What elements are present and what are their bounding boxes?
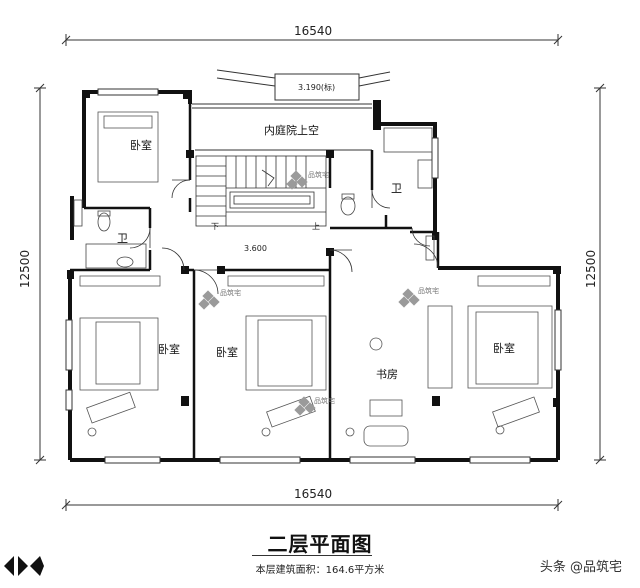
elevation-balcony-note: (标) bbox=[320, 83, 336, 92]
watermark-text-3: 品筑宅 bbox=[418, 287, 439, 295]
dimension-bottom: 16540 bbox=[294, 487, 333, 501]
room-label-bath-left: 卫 bbox=[117, 232, 128, 245]
room-label-bedroom-right: 卧室 bbox=[493, 342, 515, 355]
elevation-hall: 3.600 bbox=[244, 244, 267, 253]
door-swings bbox=[129, 179, 439, 295]
room-label-bath-right: 卫 bbox=[391, 182, 402, 195]
floor-area-note: 本层建筑面积：164.6平方米 bbox=[255, 565, 385, 576]
staircase bbox=[195, 155, 327, 227]
title-underline bbox=[252, 555, 372, 556]
room-label-bedroom-middle: 卧室 bbox=[216, 346, 238, 359]
dimension-top: 16540 bbox=[294, 24, 333, 38]
watermark-text-4: 品筑宅 bbox=[314, 397, 335, 405]
watermark-text-2: 品筑宅 bbox=[220, 289, 241, 297]
source-credit: 头条 @品筑宅 bbox=[539, 560, 622, 575]
room-furniture bbox=[79, 111, 553, 447]
room-label-courtyard-void: 内庭院上空 bbox=[264, 124, 319, 137]
watermark-text-1: 品筑宅 bbox=[308, 171, 329, 179]
dimension-right: 12500 bbox=[584, 249, 599, 289]
structural-columns bbox=[67, 90, 561, 407]
top-balcony bbox=[192, 69, 391, 151]
stair-up-label: 上 bbox=[312, 222, 320, 231]
room-label-bedroom-left: 卧室 bbox=[158, 343, 180, 356]
windows bbox=[65, 88, 562, 464]
dimension-lines bbox=[34, 34, 606, 511]
elevation-balcony-value: 3.190 bbox=[298, 83, 321, 92]
stair-down-label: 下 bbox=[211, 222, 219, 231]
corner-logo bbox=[4, 556, 44, 576]
interior-walls bbox=[70, 104, 440, 460]
elevation-balcony: 3.190(标) bbox=[298, 82, 335, 93]
dimension-left: 12500 bbox=[18, 249, 33, 289]
bathroom-fixtures bbox=[73, 127, 435, 269]
drawing-title: 二层平面图 bbox=[267, 532, 373, 556]
room-label-study: 书房 bbox=[376, 368, 398, 381]
room-label-bedroom-top-left: 卧室 bbox=[130, 139, 152, 152]
